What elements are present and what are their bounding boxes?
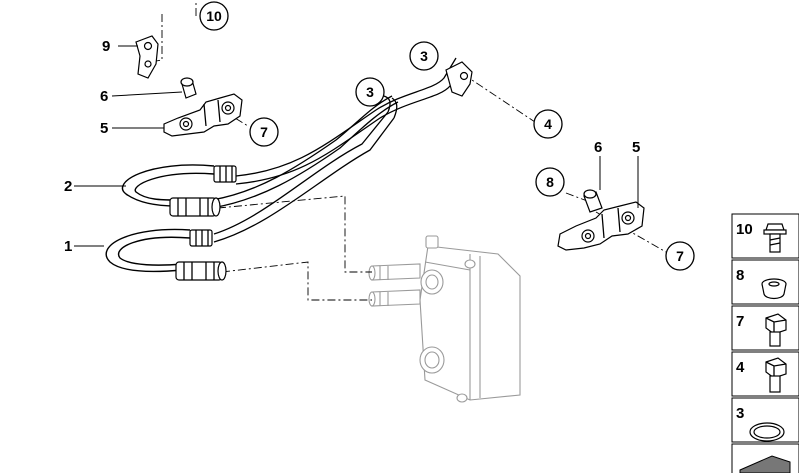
rigid-pipes bbox=[211, 57, 473, 243]
sleeve-6b bbox=[583, 189, 603, 213]
label-2: 2 bbox=[64, 178, 72, 195]
callout-4: 4 bbox=[533, 109, 563, 139]
hoses bbox=[105, 164, 237, 281]
callout-7a-text: 7 bbox=[260, 124, 268, 140]
labels: 9 6 5 2 1 6 5 bbox=[64, 38, 640, 255]
clamp-5a bbox=[163, 93, 243, 137]
callout-3a-text: 3 bbox=[420, 48, 428, 64]
parts-tile-3: 3 bbox=[731, 397, 799, 443]
callout-10-text: 10 bbox=[206, 8, 222, 24]
sleeve-6a bbox=[180, 77, 197, 99]
callout-3b-text: 3 bbox=[366, 84, 374, 100]
bracket-9 bbox=[135, 35, 159, 79]
parts-tile-8-number: 8 bbox=[736, 267, 744, 284]
bolt-flange-icon bbox=[763, 223, 787, 253]
callout-10: 10 bbox=[199, 1, 229, 31]
label-5a: 5 bbox=[100, 120, 108, 137]
callout-7a: 7 bbox=[249, 117, 279, 147]
parts-tile-7-number: 7 bbox=[736, 313, 744, 330]
leader-lines bbox=[74, 45, 639, 247]
label-6b: 6 bbox=[594, 139, 602, 156]
label-5b: 5 bbox=[632, 139, 640, 156]
parts-tile-3-number: 3 bbox=[736, 405, 744, 422]
callout-7b-text: 7 bbox=[676, 248, 684, 264]
dash-lines bbox=[149, 0, 667, 301]
o-ring-icon bbox=[749, 422, 785, 442]
parts-tile-8: 8 bbox=[731, 259, 799, 305]
hex-bolt-icon bbox=[765, 313, 787, 347]
callout-8-text: 8 bbox=[546, 174, 554, 190]
hex-bolt-icon bbox=[765, 357, 787, 393]
clamp-5b bbox=[557, 201, 645, 251]
parts-tile-misc bbox=[731, 443, 799, 473]
label-6a: 6 bbox=[100, 88, 108, 105]
oil-cooler bbox=[368, 235, 521, 403]
callout-3a: 3 bbox=[409, 41, 439, 71]
callout-4-text: 4 bbox=[544, 116, 552, 132]
callouts: 10 3 3 4 7 8 7 bbox=[199, 1, 695, 271]
parts-tile-10-number: 10 bbox=[736, 221, 753, 238]
parts-panel: 10 8 7 bbox=[731, 213, 799, 473]
parts-tile-10: 10 bbox=[731, 213, 799, 259]
label-1: 1 bbox=[64, 238, 72, 255]
callout-7b: 7 bbox=[665, 241, 695, 271]
callout-8: 8 bbox=[535, 167, 565, 197]
parts-tile-7: 7 bbox=[731, 305, 799, 351]
parts-tile-4: 4 bbox=[731, 351, 799, 397]
parts-tile-4-number: 4 bbox=[736, 359, 745, 376]
callout-3b: 3 bbox=[355, 77, 385, 107]
rubber-grommet-icon bbox=[761, 278, 787, 300]
label-9: 9 bbox=[102, 38, 110, 55]
